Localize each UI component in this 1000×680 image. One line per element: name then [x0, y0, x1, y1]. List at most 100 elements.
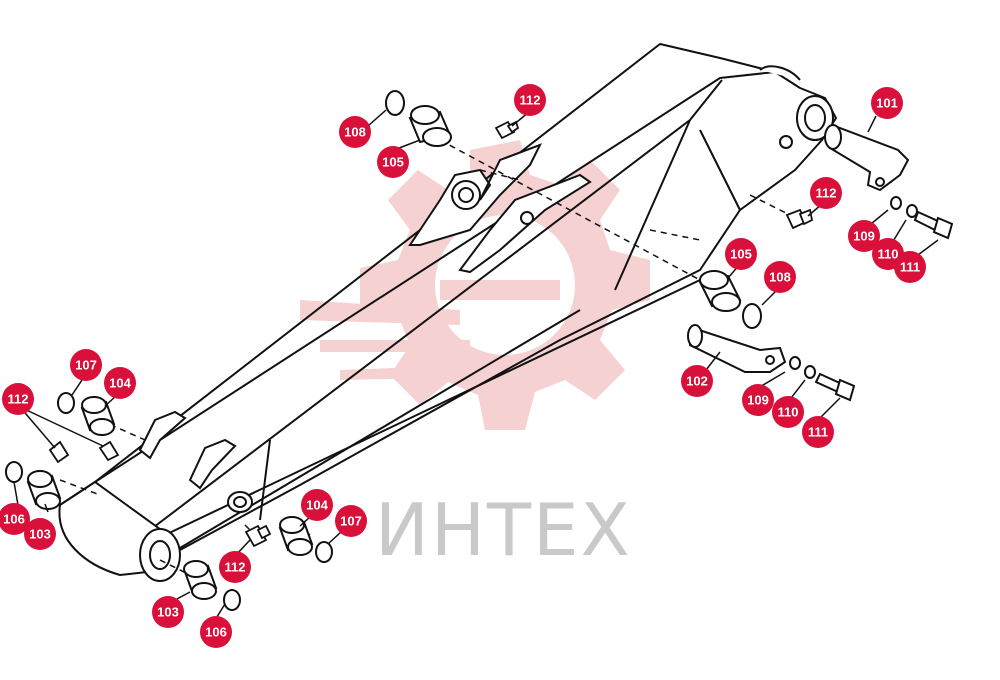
part-callouts: 101 102 103 103 104 104 105 105 106 106 107 107 108 1…: [0, 84, 926, 648]
ring-108-right: [742, 303, 762, 329]
callout-110: 110: [772, 396, 804, 428]
washer-109-bottom: [789, 356, 801, 370]
boom-side-brackets: [138, 410, 253, 513]
bushing-105-top: [408, 105, 452, 147]
callout-label: 108: [769, 270, 791, 285]
ring-107-bottom: [315, 541, 333, 563]
callout-circle: [377, 146, 409, 178]
callout-circle: [802, 416, 834, 448]
callout-circle: [764, 261, 796, 293]
callout-label: 110: [878, 247, 899, 262]
boom-top-brackets: [408, 143, 592, 274]
callout-109: 109: [742, 384, 774, 416]
callout-circle: [104, 367, 136, 399]
bushing-103-left: [26, 470, 62, 510]
callout-105: 105: [377, 146, 409, 178]
callout-label: 109: [853, 229, 875, 244]
washer-109-top: [890, 196, 902, 210]
callout-108: 108: [764, 261, 796, 293]
watermark-text: ИНТЕХ: [375, 488, 632, 572]
fitting-112-right: [785, 208, 814, 230]
callout-circle: [2, 383, 34, 415]
callout-label: 105: [730, 247, 752, 262]
callout-circle: [0, 503, 30, 535]
callout-104: 104: [301, 489, 333, 521]
callout-circle: [70, 349, 102, 381]
washer-110-bottom: [804, 365, 816, 379]
bushings: [26, 105, 742, 600]
callout-label: 103: [157, 605, 179, 620]
fitting-112-top: [494, 120, 520, 140]
ring-108-top: [385, 90, 405, 116]
callout-106: 106: [0, 503, 30, 535]
callout-label: 112: [816, 186, 837, 201]
callout-112: 112: [514, 84, 546, 116]
boom-head: [759, 65, 834, 149]
callout-label: 110: [778, 405, 799, 420]
callout-label: 106: [205, 625, 227, 640]
callout-circle: [871, 87, 903, 119]
callout-label: 111: [808, 425, 828, 440]
pin-102: [687, 324, 787, 373]
callout-circle: [810, 177, 842, 209]
bushing-105-right: [698, 270, 742, 312]
callout-circle: [200, 616, 232, 648]
washer-110-top: [906, 204, 918, 218]
callout-label: 112: [520, 93, 541, 108]
pin-101: [824, 123, 910, 192]
callout-label: 107: [340, 514, 362, 529]
callout-label: 103: [29, 527, 51, 542]
callout-label: 102: [686, 374, 708, 389]
ring-106-left: [5, 461, 23, 483]
bushing-103-bottom: [183, 560, 218, 600]
bushing-104-bottom: [278, 516, 314, 556]
callout-circle: [152, 596, 184, 628]
callout-103: 103: [24, 518, 56, 550]
callout-101: 101: [871, 87, 903, 119]
callout-circle: [24, 518, 56, 550]
bushing-104-left: [80, 396, 116, 436]
bolt-111-bottom: [814, 372, 856, 402]
callout-label: 101: [876, 96, 898, 111]
callout-label: 111: [900, 260, 920, 275]
callout-label: 105: [382, 155, 404, 170]
callout-circle: [848, 220, 880, 252]
fitting-112-left-b: [98, 440, 120, 462]
callout-108: 108: [339, 116, 371, 148]
callout-circle: [725, 238, 757, 270]
callout-112: 112: [810, 177, 842, 209]
callout-circle: [681, 365, 713, 397]
callout-circle: [894, 251, 926, 283]
callout-circle: [301, 489, 333, 521]
callout-circle: [742, 384, 774, 416]
bolts: [814, 210, 954, 402]
callout-label: 107: [75, 358, 97, 373]
callout-104: 104: [104, 367, 136, 399]
callout-label: 106: [3, 512, 25, 527]
callout-111: 111: [802, 416, 834, 448]
callout-circle: [335, 505, 367, 537]
callout-circle: [514, 84, 546, 116]
callout-106: 106: [200, 616, 232, 648]
boom-foot-bushing: [58, 480, 181, 582]
callout-112: 112: [2, 383, 34, 415]
grease-fittings: [48, 120, 814, 548]
callout-105: 105: [725, 238, 757, 270]
callout-103: 103: [152, 596, 184, 628]
callout-circle: [772, 396, 804, 428]
callout-label: 112: [225, 560, 246, 575]
callout-label: 112: [8, 392, 29, 407]
callout-111: 111: [894, 251, 926, 283]
callout-circle: [219, 551, 251, 583]
callout-102: 102: [681, 365, 713, 397]
callout-label: 104: [109, 376, 131, 391]
callout-label: 108: [344, 125, 366, 140]
callout-112: 112: [219, 551, 251, 583]
callout-109: 109: [848, 220, 880, 252]
callout-label: 104: [306, 498, 328, 513]
callout-label: 109: [747, 393, 769, 408]
callout-107: 107: [70, 349, 102, 381]
ring-107-left: [57, 392, 75, 414]
rings: [5, 90, 918, 611]
